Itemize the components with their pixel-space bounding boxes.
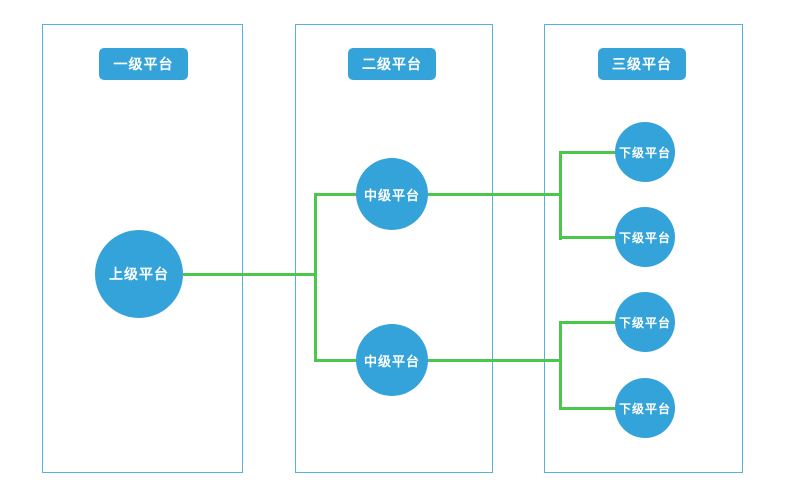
connector-line bbox=[313, 358, 360, 362]
level-2-column bbox=[295, 24, 493, 473]
connector-line bbox=[558, 320, 562, 410]
level-3-header: 三级平台 bbox=[598, 48, 686, 80]
mid-platform-node-top: 中级平台 bbox=[356, 158, 428, 230]
connector-line bbox=[427, 192, 562, 196]
mid-platform-node-bottom: 中级平台 bbox=[356, 324, 428, 396]
connector-line bbox=[313, 192, 317, 362]
connector-line bbox=[427, 358, 562, 362]
connector-line bbox=[558, 320, 618, 324]
connector-line bbox=[558, 406, 618, 410]
leaf-platform-node-1: 下级平台 bbox=[615, 122, 675, 182]
connector-line bbox=[558, 150, 562, 240]
leaf-platform-node-3: 下级平台 bbox=[615, 292, 675, 352]
connector-line bbox=[558, 150, 618, 154]
connector-line bbox=[313, 192, 360, 196]
connector-line bbox=[558, 235, 618, 239]
level-2-header: 二级平台 bbox=[348, 48, 436, 80]
leaf-platform-node-4: 下级平台 bbox=[615, 378, 675, 438]
connector-line bbox=[183, 272, 317, 276]
level-1-header: 一级平台 bbox=[99, 48, 188, 80]
root-platform-node: 上级平台 bbox=[95, 230, 183, 318]
leaf-platform-node-2: 下级平台 bbox=[615, 207, 675, 267]
